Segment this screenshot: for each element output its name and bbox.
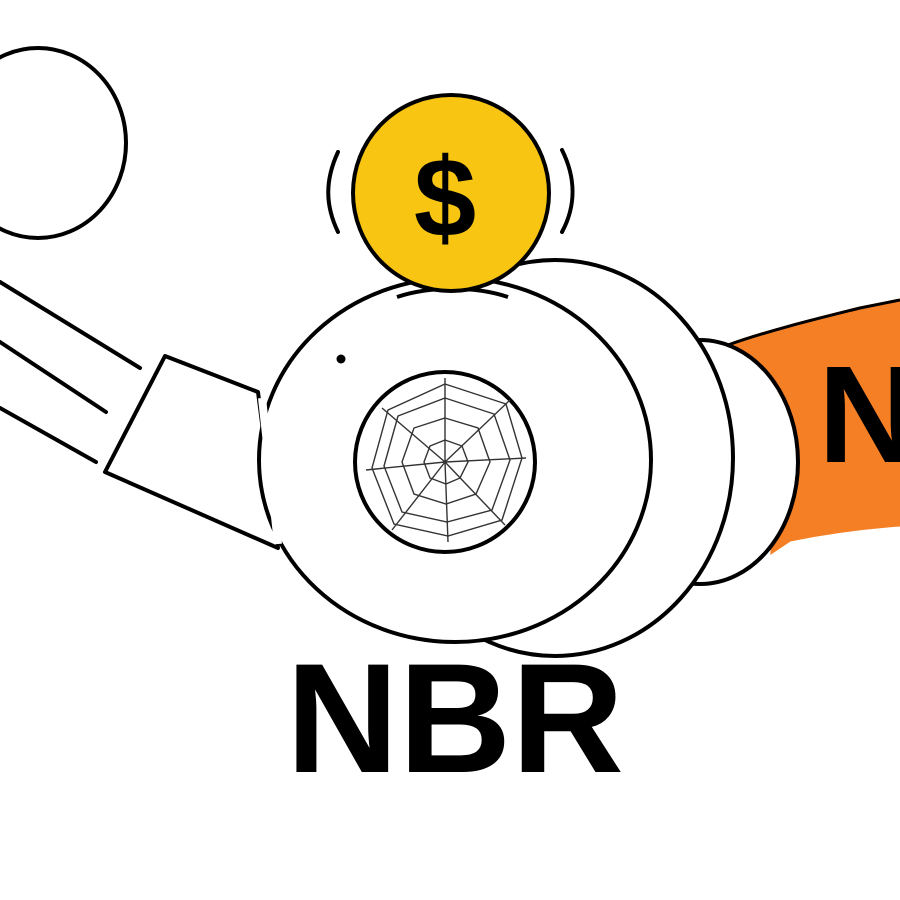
motion-lines [0, 280, 142, 464]
orange-tag: N [725, 298, 900, 555]
coin-symbol: $ [414, 135, 476, 260]
whistle-icon [103, 258, 800, 658]
spider-web-icon [353, 370, 537, 554]
brand-wordmark: NBR [286, 632, 624, 806]
tag-letter: N [818, 338, 900, 492]
ball-icon [0, 46, 128, 240]
dollar-coin-icon: $ [326, 93, 575, 293]
